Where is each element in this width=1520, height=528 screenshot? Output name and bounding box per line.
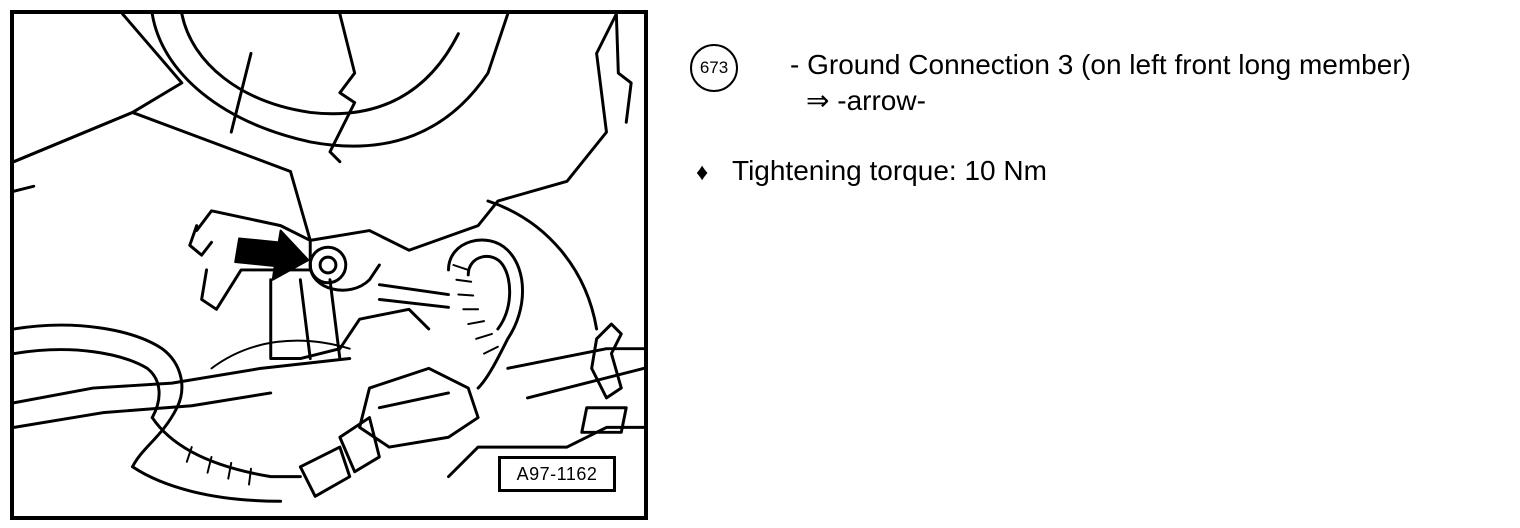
engine-bay-ground-connection-illustration [14, 14, 644, 503]
arrow-icon [234, 229, 310, 281]
item-description: - Ground Connection 3 (on left front lon… [790, 49, 1411, 80]
torque-text: Tightening torque: 10 Nm [732, 155, 1047, 186]
item-number-callout: 673 [690, 44, 738, 92]
torque-spec: ♦ Tightening torque: 10 Nm [696, 154, 1047, 190]
item-reference: ⇒ -arrow- [806, 85, 926, 116]
figure-label: A97-1162 [498, 456, 616, 492]
technical-illustration: A97-1162 [10, 10, 648, 520]
diamond-bullet-icon: ♦ [696, 159, 709, 186]
